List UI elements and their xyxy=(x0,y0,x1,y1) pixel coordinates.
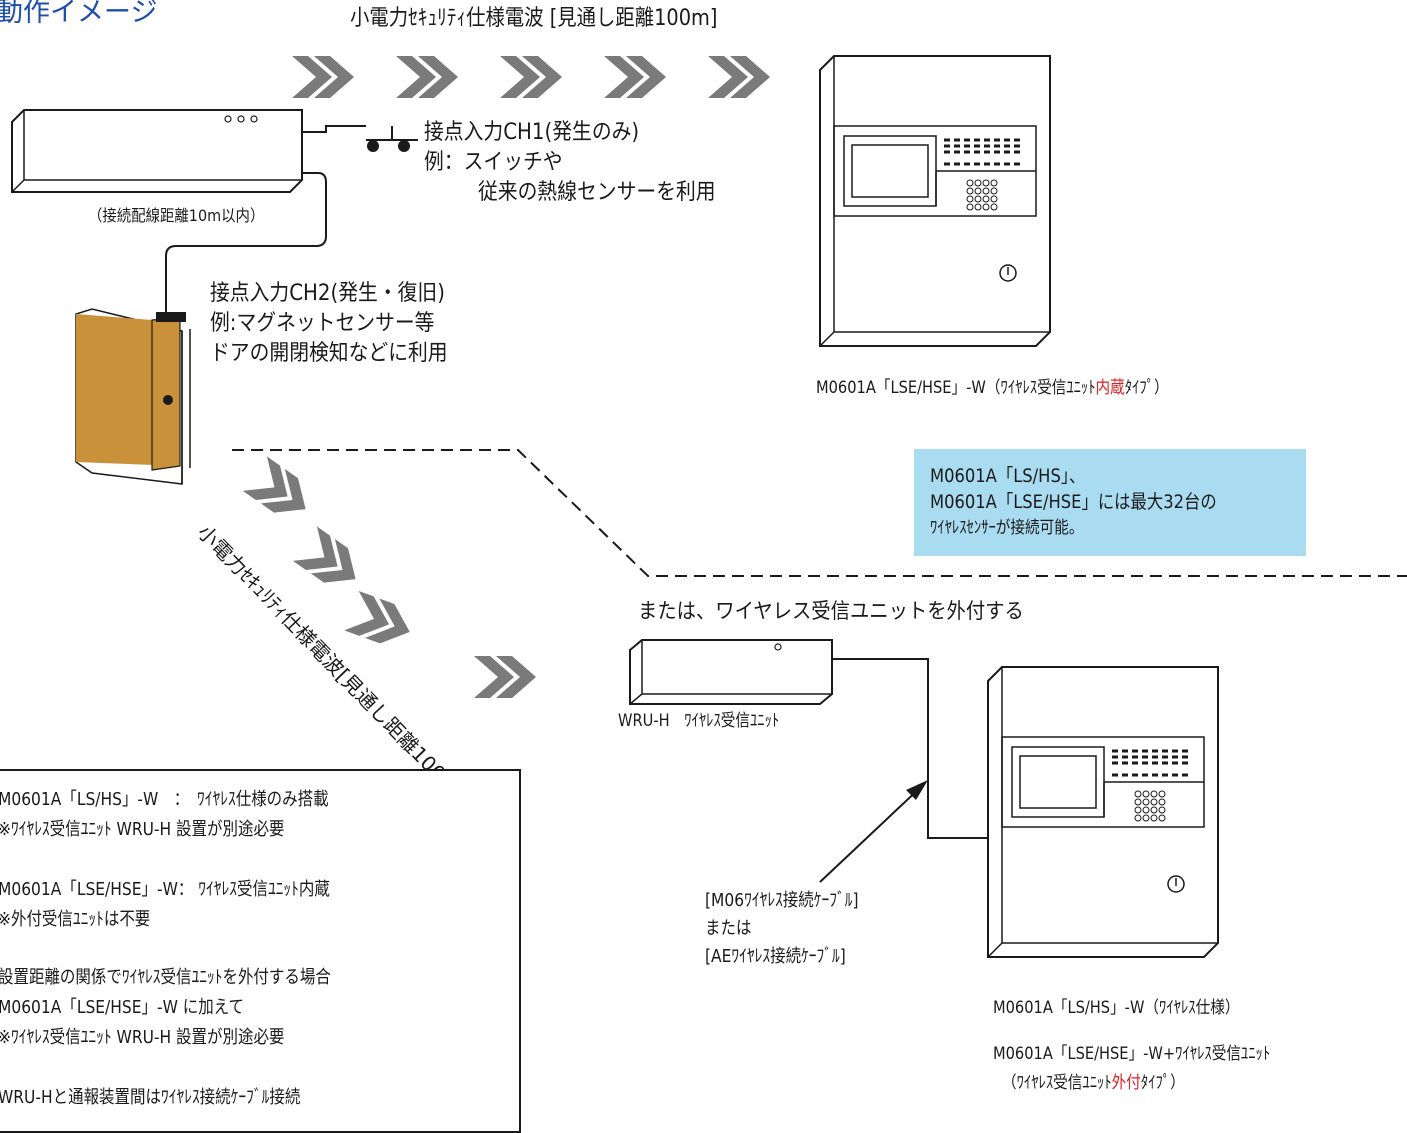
external-option-label: または、ワイヤレス受信ユニットを外付する xyxy=(638,599,1024,623)
ch2-line-3: ドアの開閉検知などに利用 xyxy=(210,341,448,366)
wireless-transmitter xyxy=(11,109,303,193)
panel-internal-caption: M0601A「LSE/HSE」-W（ﾜｲﾔﾚｽ受信ﾕﾆｯﾄ内蔵ﾀｲﾌﾟ） xyxy=(816,378,1169,398)
note-4: ※外付受信ﾕﾆｯﾄは不要 xyxy=(0,909,151,930)
info-box: M0601A「LS/HS」、 M0601A「LSE/HSE」には最大32台の ﾜ… xyxy=(914,449,1306,556)
ch2-wire xyxy=(165,172,327,316)
cable-line-2: または xyxy=(705,918,752,939)
control-panel-external xyxy=(986,665,1220,959)
ch2-description: 接点入力CH2(発生・復旧) 例:マグネットセンサー等 ドアの開閉検知などに利用 xyxy=(210,279,448,369)
note-2: ※ﾜｲﾔﾚｽ受信ﾕﾆｯﾄ WRU-H 設置が別途必要 xyxy=(0,819,285,840)
control-panel-internal xyxy=(818,54,1052,348)
note-8: WRU-Hと通報装置間はﾜｲﾔﾚｽ接続ｹｰﾌﾞﾙ接続 xyxy=(0,1087,301,1108)
info-line-1: M0601A「LS/HS」、 xyxy=(930,465,1086,487)
ch1-line-1: 接点入力CH1(発生のみ) xyxy=(424,120,640,145)
note-5: 設置距離の関係でﾜｲﾔﾚｽ受信ﾕﾆｯﾄを外付する場合 xyxy=(0,967,331,988)
wireless-connection-cable xyxy=(832,658,988,839)
page-title: 動作イメージ xyxy=(0,0,158,28)
cable-pointer-arrow xyxy=(819,785,923,883)
note-3: M0601A「LSE/HSE」-W： ﾜｲﾔﾚｽ受信ﾕﾆｯﾄ内蔵 xyxy=(0,879,330,900)
ch1-description: 接点入力CH1(発生のみ) 例：スイッチや 従来の熱線センサーを利用 xyxy=(424,118,716,208)
note-7: ※ﾜｲﾔﾚｽ受信ﾕﾆｯﾄ WRU-H 設置が別途必要 xyxy=(0,1027,285,1048)
notes-box: M0601A「LS/HS」-W ： ﾜｲﾔﾚｽ仕様のみ搭載 ※ﾜｲﾔﾚｽ受信ﾕﾆ… xyxy=(0,769,521,1133)
cable-line-1: [M06ﾜｲﾔﾚｽ接続ｹｰﾌﾞﾙ] xyxy=(705,890,859,911)
door xyxy=(75,308,191,485)
radio-arrows-diagonal xyxy=(242,456,536,698)
note-1: M0601A「LS/HS」-W ： ﾜｲﾔﾚｽ仕様のみ搭載 xyxy=(0,789,329,810)
panel-external-caption-1: M0601A「LS/HS」-W（ﾜｲﾔﾚｽ仕様） xyxy=(993,998,1240,1018)
radio-label-top: 小電力ｾｷｭﾘﾃｨ仕様電波 [見通し距離100m] xyxy=(350,6,718,31)
ch1-line-3: 従来の熱線センサーを利用 xyxy=(478,180,716,205)
ch2-line-2: 例:マグネットセンサー等 xyxy=(210,311,435,336)
wiring-distance-label: （接続配線距離10m以内） xyxy=(88,206,265,225)
cable-line-3: [AEﾜｲﾔﾚｽ接続ｹｰﾌﾞﾙ] xyxy=(705,946,846,967)
ch1-contact xyxy=(302,125,418,152)
ch2-line-1: 接点入力CH2(発生・復旧) xyxy=(210,281,445,306)
note-6: M0601A「LSE/HSE」-W に加えて xyxy=(0,997,244,1018)
info-line-2: M0601A「LSE/HSE」には最大32台の xyxy=(930,491,1217,513)
info-line-3: ﾜｲﾔﾚｽｾﾝｻｰが接続可能。 xyxy=(930,518,1084,538)
panel-external-caption-3: （ﾜｲﾔﾚｽ受信ﾕﾆｯﾄ外付ﾀｲﾌﾟ） xyxy=(1002,1073,1185,1093)
wru-caption: WRU-H ﾜｲﾔﾚｽ受信ﾕﾆｯﾄ xyxy=(618,711,780,731)
cable-label: [M06ﾜｲﾔﾚｽ接続ｹｰﾌﾞﾙ] または [AEﾜｲﾔﾚｽ接続ｹｰﾌﾞﾙ] xyxy=(705,887,858,971)
wru-h-receiver xyxy=(629,639,833,705)
dashed-separator xyxy=(232,449,1407,577)
ch1-line-2: 例：スイッチや xyxy=(424,150,563,175)
panel-external-caption-2: M0601A「LSE/HSE」-W+ﾜｲﾔﾚｽ受信ﾕﾆｯﾄ xyxy=(993,1044,1271,1064)
radio-arrows-top xyxy=(292,56,770,98)
